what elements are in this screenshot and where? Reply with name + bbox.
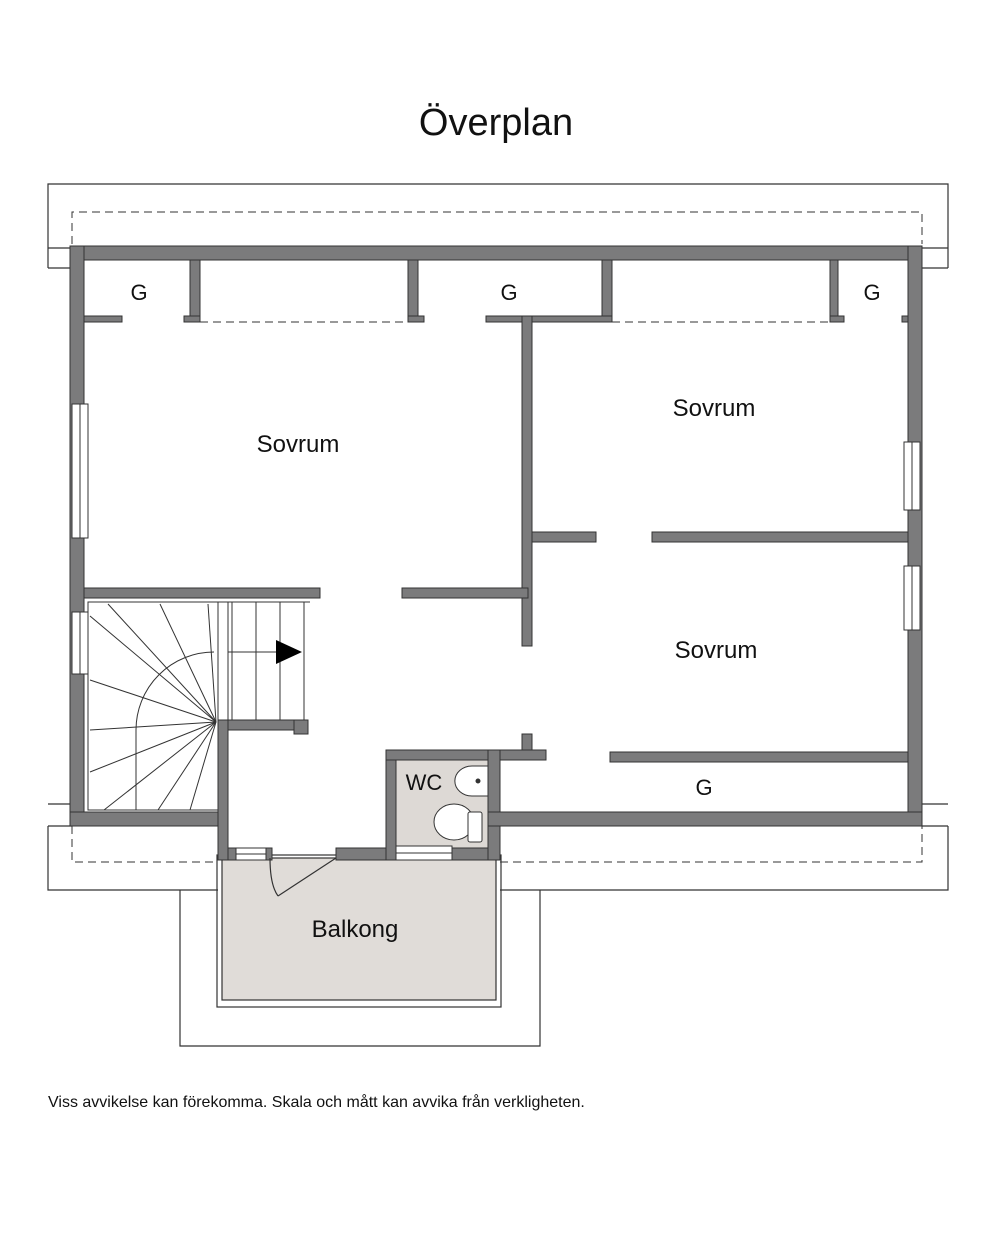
balcony-floor bbox=[221, 857, 497, 1001]
closet-label-left: G bbox=[130, 280, 147, 305]
room-label-sovrum-left: Sovrum bbox=[257, 431, 340, 458]
wc-fixtures bbox=[433, 765, 489, 843]
room-label-sovrum-lower-right: Sovrum bbox=[675, 637, 758, 664]
room-label-sovrum-upper-right: Sovrum bbox=[673, 395, 756, 422]
room-label-balkong: Balkong bbox=[312, 916, 399, 943]
balcony-door bbox=[269, 857, 337, 897]
stair-arrow-icon bbox=[276, 640, 302, 664]
closet-label-bottom: G bbox=[695, 775, 712, 800]
staircase bbox=[87, 601, 310, 811]
page-title: Överplan bbox=[418, 102, 574, 144]
sink-icon bbox=[454, 765, 489, 797]
closet-label-middle: G bbox=[500, 280, 517, 305]
room-label-wc: WC bbox=[406, 770, 443, 795]
walls bbox=[69, 245, 923, 861]
disclaimer-text: Viss avvikelse kan förekomma. Skala och … bbox=[48, 1094, 585, 1111]
room-labels: Sovrum Sovrum Sovrum WC Balkong G G G G bbox=[130, 280, 880, 943]
closet-label-right: G bbox=[863, 280, 880, 305]
roof-outline bbox=[47, 183, 949, 1047]
windows bbox=[71, 403, 921, 861]
